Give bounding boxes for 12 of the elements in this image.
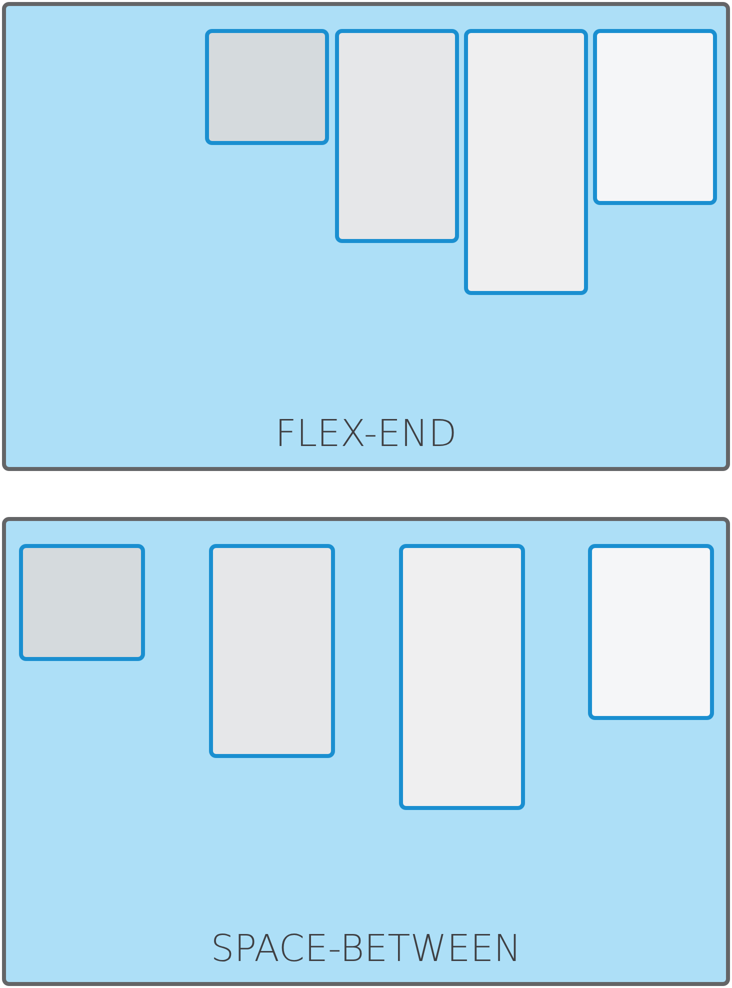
flex-item	[588, 544, 714, 720]
flex-item	[399, 544, 525, 810]
flex-item	[464, 29, 588, 295]
flex-container	[2, 2, 730, 471]
container-label: SPACE-BETWEEN	[210, 927, 522, 970]
flex-item	[593, 29, 717, 205]
container-label: FLEX-END	[275, 412, 457, 455]
flex-item	[209, 544, 335, 758]
flex-item	[19, 544, 145, 661]
flex-item	[335, 29, 459, 243]
flex-container	[2, 517, 730, 986]
flex-item	[205, 29, 329, 145]
